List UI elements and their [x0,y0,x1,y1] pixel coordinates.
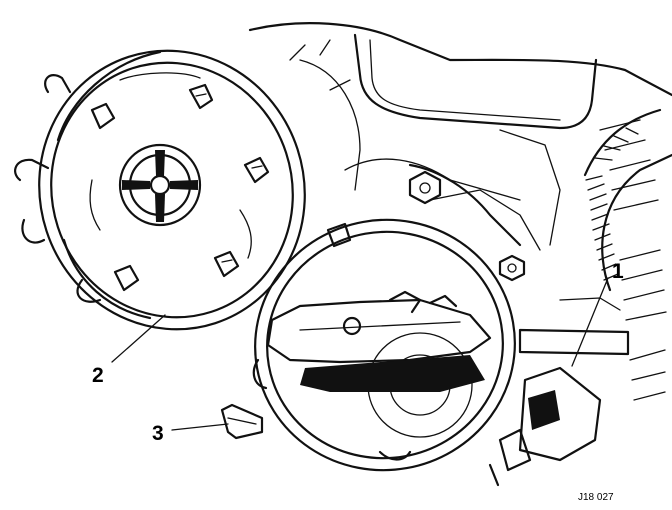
leader-line-2 [111,314,166,363]
callout-2: 2 [92,364,104,387]
leader-line-3 [171,423,229,431]
ribbed-hose [583,108,672,292]
leader-line-1 [571,277,609,367]
vacuum-spout [220,403,264,440]
figure-reference: J18 027 [578,492,614,503]
mounting-bolts [408,170,526,282]
distributor-body [252,218,516,472]
callout-3: 3 [152,422,164,445]
leader-lines [111,277,609,431]
callout-1: 1 [612,260,624,283]
rotor-arm [266,290,492,392]
engine-block-background [248,22,672,401]
vacuum-connector [488,297,630,487]
distributor-cap [14,49,306,331]
